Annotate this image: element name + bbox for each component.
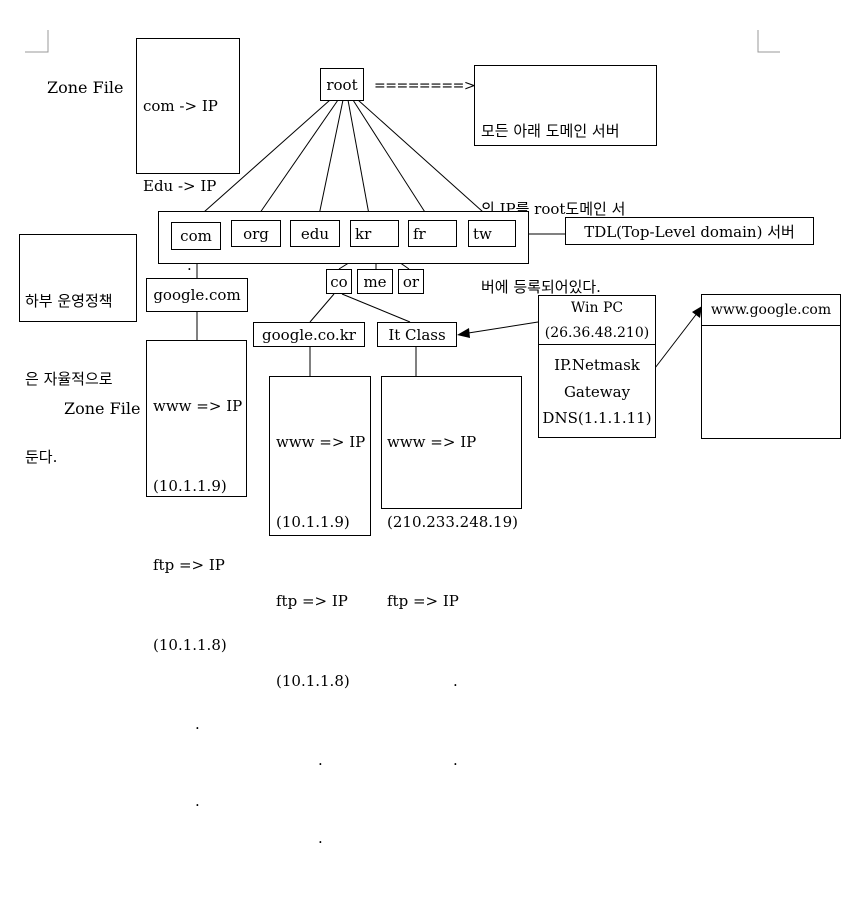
zone-entry: www => IP: [153, 397, 243, 415]
root-server: root: [320, 68, 364, 101]
zone-entry: .: [187, 256, 192, 274]
tld-org: org: [231, 220, 281, 247]
google-co-kr-zone-file: www => IP (10.1.1.9) ftp => IP (10.1.1.8…: [269, 376, 371, 847]
root-note: 모든 아래 도메인 서버 의 IP를 root도메인 서 버에 등록되어있다.: [474, 65, 657, 296]
browser-window: www.google.com: [701, 294, 841, 439]
win-pc: Win PC (26.36.48.210) IP.Netmask Gateway…: [538, 295, 656, 438]
policy-note: 하부 운영정책 은 자율적으로 둔다.: [19, 234, 137, 466]
zone-entry: (10.1.1.9): [153, 476, 227, 495]
zone-entry: .: [195, 791, 200, 810]
zone-entry: .: [453, 751, 458, 769]
zone-entry: ftp => IP: [276, 592, 348, 610]
kr-co: co: [326, 269, 352, 294]
google-co-kr-server: google.co.kr: [253, 322, 365, 347]
pc-title: Win PC: [570, 300, 624, 316]
zone-entry: .: [318, 828, 323, 847]
it-class-server: It Class: [377, 322, 457, 347]
tld-fr: fr: [408, 220, 457, 247]
zone-entry: Edu -> IP: [143, 176, 217, 195]
kr-me: me: [357, 269, 393, 294]
pc-setting: IP.Netmask: [554, 356, 640, 374]
pc-ip: (26.36.48.210): [544, 325, 650, 341]
zone-entry: com -> IP: [143, 97, 218, 115]
zone-entry: www => IP: [387, 433, 477, 451]
pc-setting: DNS(1.1.1.11): [542, 409, 652, 427]
it-class-zone-file: www => IP (210.233.248.19) ftp => IP . .: [381, 376, 522, 769]
kr-or: or: [398, 269, 424, 294]
zone-entry: (10.1.1.8): [153, 635, 227, 654]
zone-file-label: Zone File: [64, 399, 141, 418]
zone-entry: (10.1.1.9): [276, 512, 350, 531]
zone-entry: .: [318, 751, 323, 769]
tld-tw: tw: [468, 220, 516, 247]
zone-file-label: Zone File: [47, 78, 124, 97]
note-line: 모든 아래 도메인 서버: [481, 122, 620, 140]
tld-note: TDL(Top-Level domain) 서버: [565, 217, 814, 245]
zone-entry: .: [453, 671, 458, 690]
equals-arrow: ========>>: [374, 78, 487, 94]
pc-setting: Gateway: [563, 382, 631, 401]
note-line: 둔다.: [25, 448, 58, 466]
zone-entry: ftp => IP: [153, 556, 225, 574]
tld-com: com: [171, 222, 221, 250]
zone-entry: ftp => IP: [387, 592, 459, 610]
google-com-server: google.com: [146, 278, 248, 312]
zone-entry: (210.233.248.19): [387, 512, 518, 531]
google-com-zone-file: www => IP (10.1.1.9) ftp => IP (10.1.1.8…: [146, 340, 247, 810]
zone-entry: .: [195, 715, 200, 733]
root-zone-file: com -> IP Edu -> IP . . .: [136, 38, 240, 433]
tld-kr: kr: [350, 220, 399, 247]
zone-entry: (10.1.1.8): [276, 671, 350, 690]
note-line: 은 자율적으로: [25, 370, 113, 388]
note-line: 버에 등록되어있다.: [481, 278, 601, 296]
note-line: 하부 운영정책: [25, 292, 113, 310]
tld-edu: edu: [290, 220, 340, 247]
browser-address: www.google.com: [702, 295, 840, 326]
zone-entry: www => IP: [276, 433, 366, 451]
